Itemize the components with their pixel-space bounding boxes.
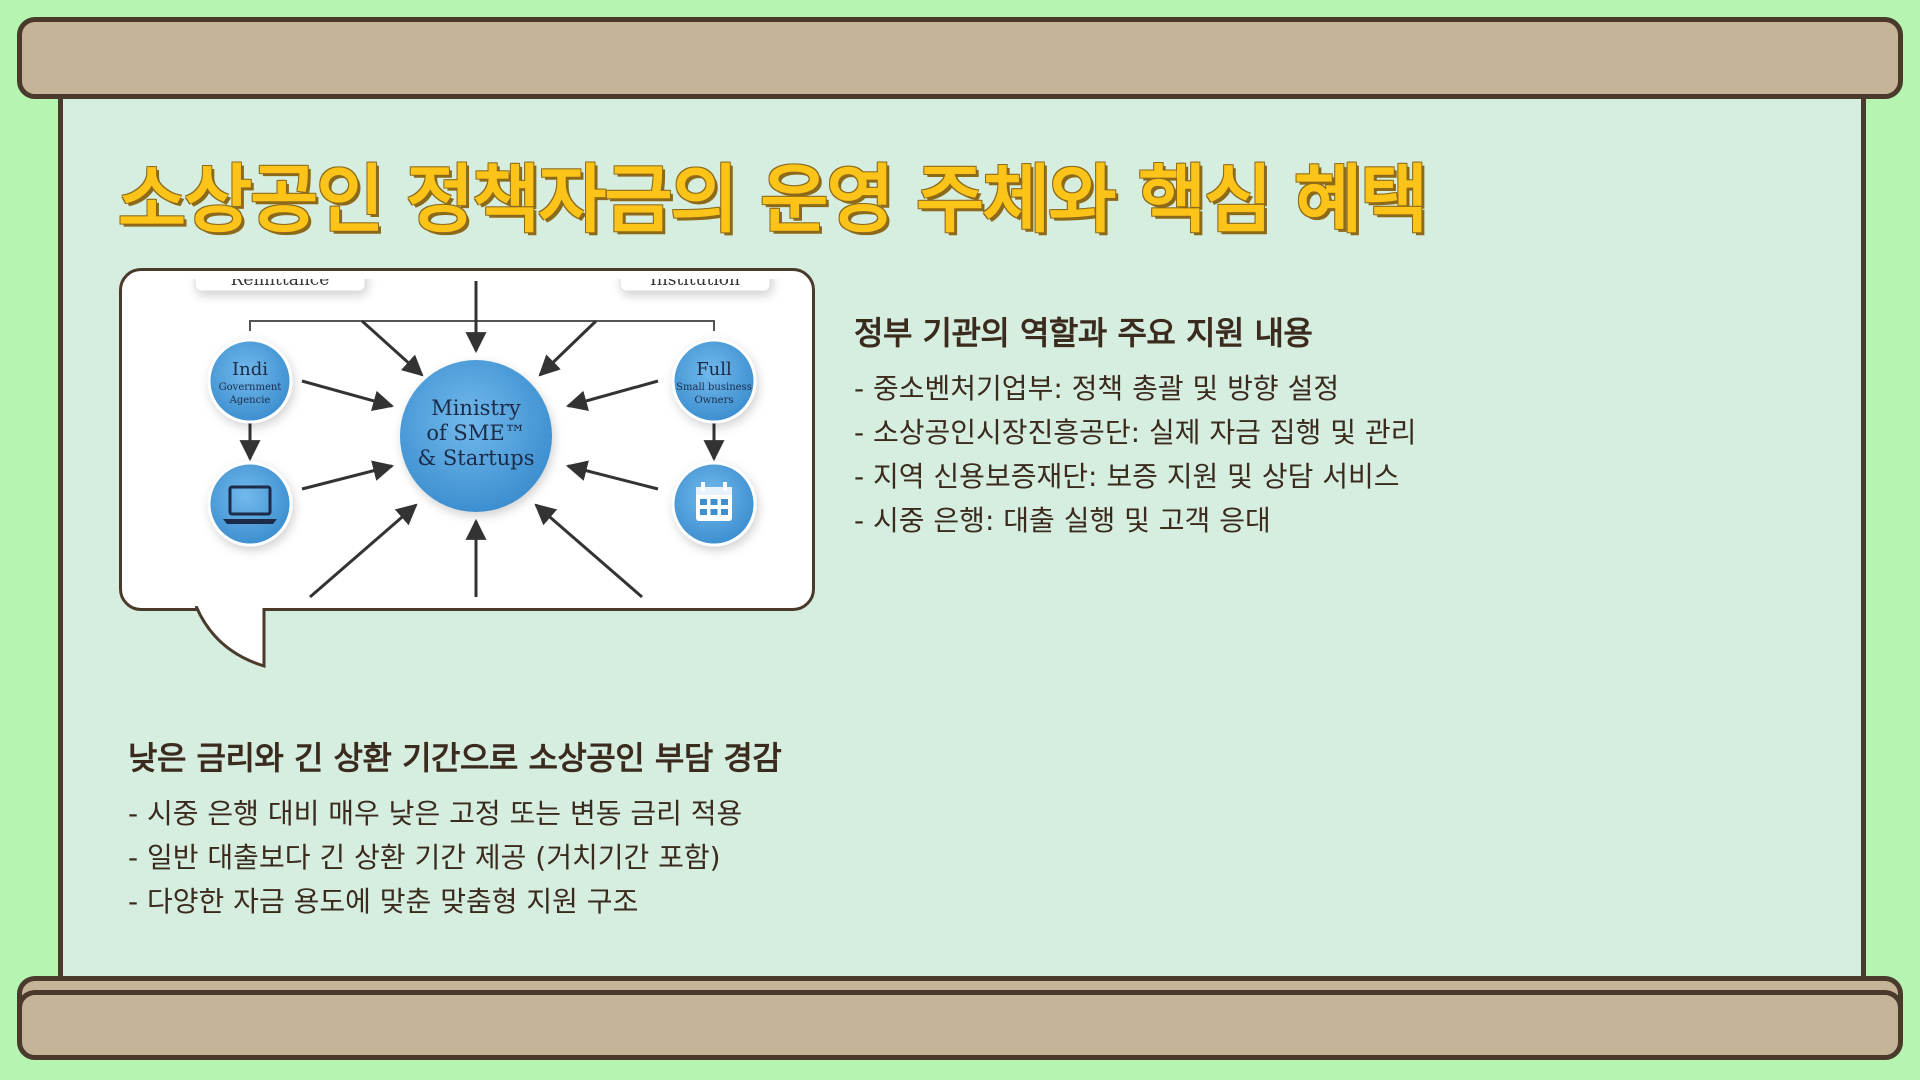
left-node-title: Indi	[232, 359, 268, 380]
right-node-line-1: Small business	[676, 382, 752, 393]
section2-item: - 일반 대출보다 긴 상환 기간 제공 (거치기간 포함)	[128, 841, 721, 874]
section1-item: - 시중 은행: 대출 실행 및 고객 응대	[854, 504, 1271, 537]
section1-item: - 소상공인시장진흥공단: 실제 자금 집행 및 관리	[854, 416, 1417, 449]
section2-item: - 다양한 자금 용도에 맞춘 맞춤형 지원 구조	[128, 885, 639, 918]
section1-list: - 중소벤처기업부: 정책 총괄 및 방향 설정 - 소상공인시장진흥공단: 실…	[854, 367, 1416, 543]
ministry-network-diagram: Remittance Institution Ministry	[194, 279, 771, 599]
left-node-laptop	[207, 461, 293, 547]
diagram-speech-bubble: Remittance Institution Ministry	[119, 268, 815, 611]
center-label-line-1: Ministry	[431, 396, 521, 420]
top-connector	[249, 320, 715, 331]
top-right-label: Institution	[650, 279, 740, 290]
right-node-title: Full	[696, 359, 732, 380]
top-right-label-box: Institution	[619, 279, 771, 292]
left-node-line-1: Government	[219, 382, 282, 393]
section1-item: - 지역 신용보증재단: 보증 지원 및 상담 서비스	[854, 460, 1400, 493]
center-node-ministry: Ministry of SME™ & Startups	[400, 360, 552, 512]
center-label-line-3: & Startups	[418, 446, 535, 470]
section2-list: - 시중 은행 대비 매우 낮은 고정 또는 변동 금리 적용 - 일반 대출보…	[128, 792, 742, 924]
left-node-line-2: Agencie	[229, 395, 271, 406]
top-left-label: Remittance	[231, 279, 330, 290]
right-node-full: Full Small business Owners	[671, 338, 757, 424]
right-node-line-2: Owners	[694, 395, 733, 406]
section1-heading: 정부 기관의 역할과 주요 지원 내용	[854, 314, 1313, 352]
top-left-label-box: Remittance	[194, 279, 366, 292]
calendar-icon	[696, 482, 732, 521]
speech-bubble-tail	[195, 606, 266, 669]
scroll-top-rod	[17, 17, 1903, 99]
scroll-bottom-rod	[17, 990, 1903, 1060]
slide-title: 소상공인 정책자금의 운영 주체와 핵심 혜택	[118, 157, 1428, 243]
laptop-icon	[223, 485, 277, 524]
section2-item: - 시중 은행 대비 매우 낮은 고정 또는 변동 금리 적용	[128, 797, 743, 830]
diagram-arrows	[239, 281, 725, 599]
section2-heading: 낮은 금리와 긴 상환 기간으로 소상공인 부담 경감	[128, 739, 782, 777]
right-node-calendar	[671, 461, 757, 547]
section1-item: - 중소벤처기업부: 정책 총괄 및 방향 설정	[854, 372, 1340, 405]
center-label-line-2: of SME™	[426, 421, 525, 445]
left-node-indi: Indi Government Agencie	[207, 338, 293, 424]
